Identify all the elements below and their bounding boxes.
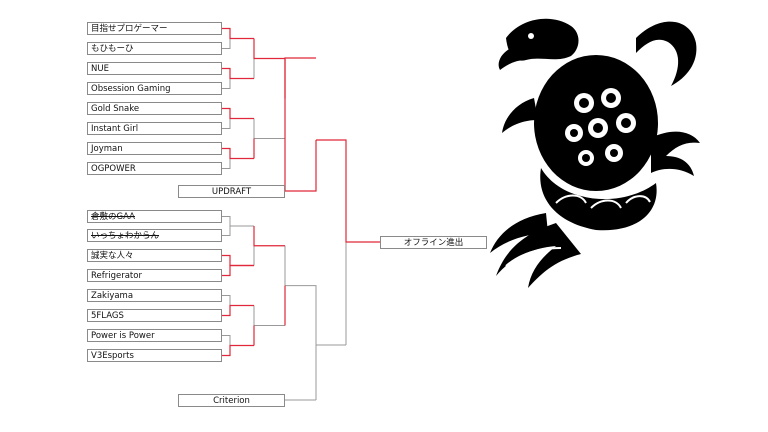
team-name: NUE (91, 64, 109, 74)
team-name: Obsession Gaming (91, 84, 171, 94)
team-box: いっちょわからん (87, 229, 222, 242)
bracket-connector (222, 264, 254, 277)
team-name: 5FLAGS (91, 311, 124, 321)
bracket-connector (222, 254, 254, 267)
bracket-connector (222, 38, 254, 49)
bracket-connector (222, 118, 254, 129)
team-name: もひもーひ (91, 44, 134, 54)
team-name: Gold Snake (91, 104, 140, 114)
bracket-connector (253, 305, 285, 326)
seed-label: UPDRAFT (211, 187, 252, 197)
bracket-connector (222, 78, 254, 89)
tribal-turtle-dragon-icon (490, 18, 700, 288)
team-box: Zakiyama (87, 289, 222, 302)
bracket-connector (285, 140, 317, 192)
team-box: V3Esports (87, 349, 222, 362)
bracket-connector (285, 285, 317, 400)
bracket-connector (222, 304, 254, 317)
final-label: オフライン進出 (403, 238, 464, 248)
team-box: OGPOWER (87, 162, 222, 175)
bracket-connector (222, 147, 254, 160)
team-name: Refrigerator (91, 271, 142, 281)
bracket-connector (222, 295, 254, 306)
final-box-offline: オフライン進出 (380, 236, 487, 249)
bracket-connector (284, 57, 316, 99)
bracket-connector (316, 139, 380, 243)
team-box: 誠実な人々 (87, 249, 222, 262)
bracket-connector (253, 118, 285, 139)
team-name: 倉敷のGAA (91, 212, 135, 222)
bracket-connector (222, 335, 254, 346)
bracket-connector (222, 216, 254, 227)
team-name: Instant Girl (91, 124, 139, 134)
team-name: Power is Power (91, 331, 155, 341)
seed-box-updraft: UPDRAFT (178, 185, 285, 198)
bracket-connector (222, 225, 254, 236)
team-box: Gold Snake (87, 102, 222, 115)
team-name: OGPOWER (91, 164, 136, 174)
bracket-connector (222, 344, 254, 357)
team-name: Joyman (91, 144, 123, 154)
team-box: もひもーひ (87, 42, 222, 55)
bracket-connector (222, 27, 254, 40)
team-name: 誠実な人々 (91, 251, 134, 261)
team-box: 目指せプロゲーマー (87, 22, 222, 35)
bracket-connector (253, 38, 285, 60)
seed-label: Criterion (213, 396, 250, 406)
team-name: V3Esports (91, 351, 134, 361)
team-box: Power is Power (87, 329, 222, 342)
team-box: 倉敷のGAA (87, 210, 222, 223)
team-box: Joyman (87, 142, 222, 155)
team-box: Refrigerator (87, 269, 222, 282)
seed-box-criterion: Criterion (178, 394, 285, 407)
bracket-connector (222, 158, 254, 169)
team-box: Obsession Gaming (87, 82, 222, 95)
bracket-connector (253, 226, 285, 247)
bracket-connector (222, 67, 254, 80)
team-box: NUE (87, 62, 222, 75)
team-name: Zakiyama (91, 291, 134, 301)
team-name: 目指せプロゲーマー (91, 24, 168, 34)
team-name: いっちょわからん (91, 231, 160, 241)
bracket-connector (222, 107, 254, 120)
team-box: Instant Girl (87, 122, 222, 135)
team-box: 5FLAGS (87, 309, 222, 322)
